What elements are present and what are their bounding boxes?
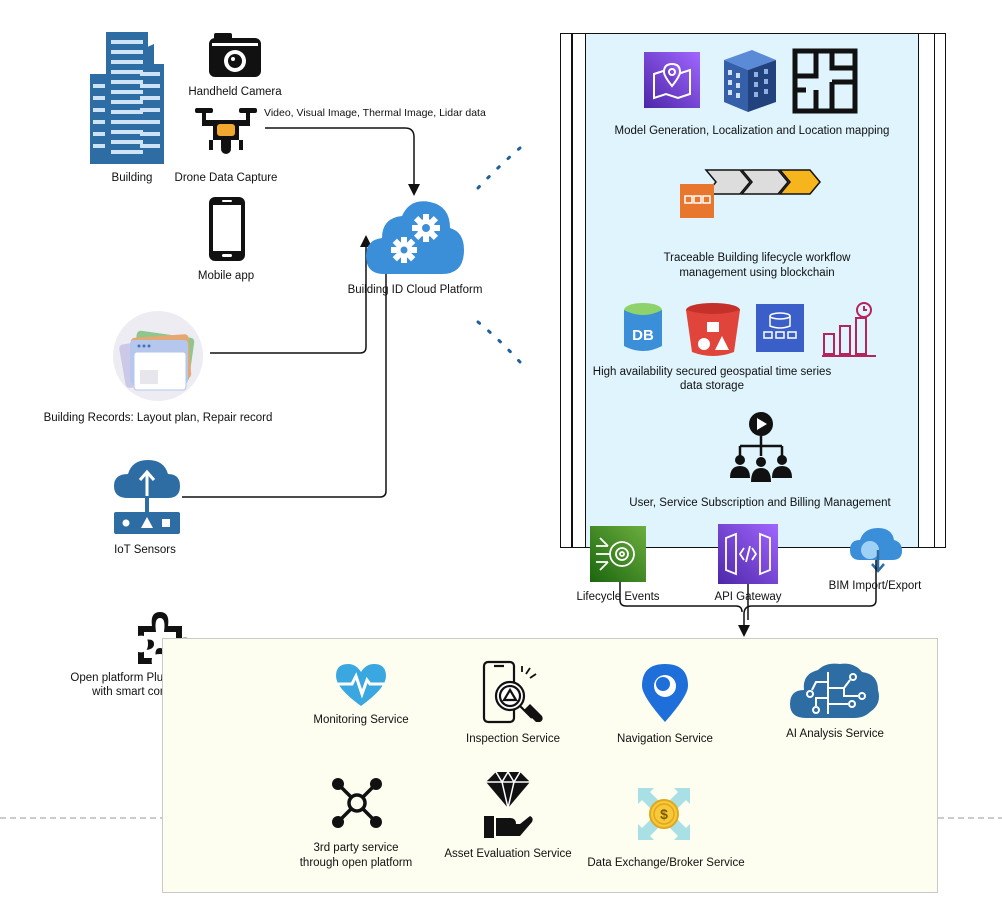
zoom-line-bottom xyxy=(476,320,522,364)
bim-label: BIM Import/Export xyxy=(828,580,922,592)
model-generation-label: Model Generation, Localization and Locat… xyxy=(614,125,890,137)
drone-icon xyxy=(195,108,257,154)
iot-sensor-icon xyxy=(114,460,180,534)
panel-body xyxy=(585,34,919,547)
workflow-label-line2: management using blockchain xyxy=(679,267,835,279)
billing-label: User, Service Subscription and Billing M… xyxy=(629,497,891,509)
floor-plan-icon xyxy=(792,48,858,114)
diamond-asset-icon[interactable] xyxy=(482,770,534,840)
monitoring-service-label: Monitoring Service xyxy=(313,714,409,726)
building-icon xyxy=(90,32,164,164)
lifecycle-events-label: Lifecycle Events xyxy=(576,591,660,603)
time-series-icon xyxy=(822,302,876,357)
camera-icon xyxy=(209,33,261,77)
bim-connector xyxy=(738,560,877,637)
data-exchange-coin-icon[interactable]: $ xyxy=(636,786,692,842)
third-party-label-line2: through open platform xyxy=(299,857,413,869)
platform-title: Building ID Cloud Platform xyxy=(347,284,483,296)
data-exchange-service-label: Data Exchange/Broker Service xyxy=(587,857,745,869)
mobile-app-label: Mobile app xyxy=(197,270,255,282)
inspection-icon[interactable] xyxy=(480,660,546,728)
data-types-label: Video, Visual Image, Thermal Image, Lida… xyxy=(264,107,486,119)
panel-rail-right xyxy=(933,34,935,547)
network-nodes-icon[interactable] xyxy=(330,776,384,830)
building-label: Building xyxy=(111,172,153,184)
panel-rail-left xyxy=(571,34,573,547)
user-management-icon xyxy=(730,412,792,482)
drone-label: Drone Data Capture xyxy=(174,172,278,184)
handheld-camera-label: Handheld Camera xyxy=(188,86,282,98)
workflow-label-line1: Traceable Building lifecycle workflow xyxy=(663,252,851,264)
third-party-label-line1: 3rd party service xyxy=(313,842,399,854)
navigation-service-label: Navigation Service xyxy=(617,733,713,745)
cloud-platform-icon xyxy=(366,201,464,274)
cloud-platform-detail-panel xyxy=(560,33,946,548)
zoom-line-top xyxy=(476,146,522,190)
ai-brain-cloud-icon[interactable] xyxy=(788,660,882,722)
location-service-icon xyxy=(644,52,700,108)
ai-analysis-service-label: AI Analysis Service xyxy=(786,728,884,740)
inspection-service-label: Inspection Service xyxy=(466,733,560,745)
navigation-pin-icon[interactable] xyxy=(640,662,690,724)
bim-cloud-icon[interactable] xyxy=(848,524,904,574)
rds-storage-icon xyxy=(756,304,804,352)
svg-text:$: $ xyxy=(660,806,668,822)
asset-evaluation-service-label: Asset Evaluation Service xyxy=(444,848,572,860)
database-icon: DB xyxy=(624,303,662,351)
storage-bucket-icon xyxy=(686,303,740,356)
mobile-phone-icon xyxy=(209,197,245,261)
lifecycle-connector xyxy=(619,582,743,613)
records-to-platform-arrow xyxy=(210,235,372,354)
lifecycle-events-icon[interactable] xyxy=(590,526,646,582)
iot-sensors-label: IoT Sensors xyxy=(114,544,176,556)
blockchain-workflow-icon xyxy=(680,169,821,218)
3d-building-icon xyxy=(724,50,776,112)
iot-to-platform-arrow xyxy=(182,253,392,498)
storage-label-line2: data storage xyxy=(680,380,744,392)
building-records-label: Building Records: Layout plan, Repair re… xyxy=(43,412,273,424)
storage-label-line1: High availability secured geospatial tim… xyxy=(592,366,832,378)
building-records-icon xyxy=(113,311,203,401)
api-gateway-icon[interactable] xyxy=(718,524,778,584)
svg-text:DB: DB xyxy=(632,327,654,344)
drone-to-platform-arrow xyxy=(265,127,420,196)
monitoring-heart-icon[interactable] xyxy=(334,662,388,708)
